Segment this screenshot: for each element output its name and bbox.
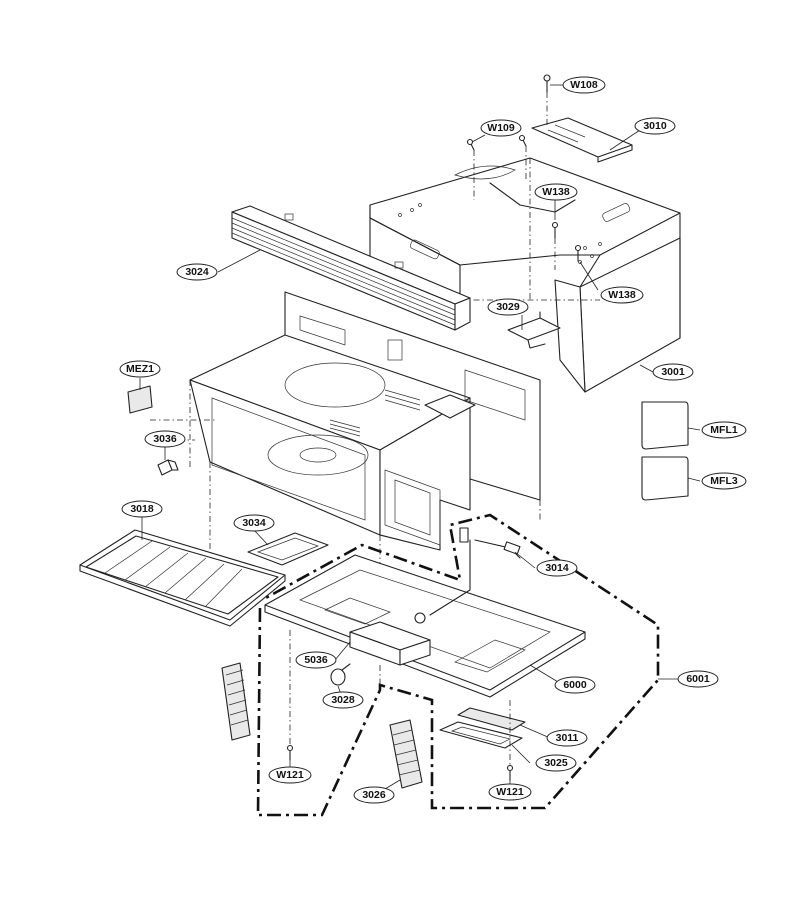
callout-3018: 3018 <box>121 500 163 518</box>
svg-text:W138: W138 <box>542 186 570 198</box>
svg-text:W121: W121 <box>276 769 304 781</box>
svg-text:3014: 3014 <box>545 562 569 574</box>
svg-text:3024: 3024 <box>185 266 209 278</box>
callout-w138-right: W138 <box>600 286 644 304</box>
svg-text:3025: 3025 <box>544 757 568 769</box>
callout-3036: 3036 <box>144 430 186 448</box>
screw-w121-left <box>286 744 294 761</box>
svg-text:6000: 6000 <box>563 679 587 691</box>
screw-w108 <box>543 74 551 93</box>
svg-text:5036: 5036 <box>304 654 328 666</box>
svg-text:3001: 3001 <box>661 366 685 378</box>
callout-3010: 3010 <box>634 117 676 135</box>
callout-w121-left: W121 <box>268 766 312 784</box>
callout-mez1: MEZ1 <box>119 360 161 378</box>
svg-text:W109: W109 <box>487 122 515 134</box>
part-3011 <box>457 707 526 731</box>
callout-3026: 3026 <box>353 786 395 804</box>
callout-3029: 3029 <box>487 298 529 316</box>
vent-grille-3024 <box>231 205 471 331</box>
callout-mfl1: MFL1 <box>701 421 747 439</box>
lamp-3028 <box>330 663 351 686</box>
part-3036 <box>157 459 179 476</box>
callout-6000: 6000 <box>554 676 596 694</box>
callout-3001: 3001 <box>652 363 694 381</box>
callout-3034: 3034 <box>233 514 275 532</box>
callout-3011: 3011 <box>546 729 588 747</box>
callout-w138-top: W138 <box>534 183 578 201</box>
svg-text:MFL1: MFL1 <box>710 424 738 436</box>
svg-text:6001: 6001 <box>686 673 710 685</box>
oven-rack-3018 <box>79 529 286 627</box>
oven-cavity <box>189 291 541 551</box>
wire-harness-3014 <box>414 527 521 624</box>
callout-w121-right: W121 <box>488 783 532 801</box>
callout-3025: 3025 <box>535 754 577 772</box>
base-plate-6000 <box>264 554 586 698</box>
callout-w108: W108 <box>562 76 606 94</box>
svg-text:MFL3: MFL3 <box>710 475 738 487</box>
svg-text:3011: 3011 <box>556 732 579 744</box>
screw-w138 <box>551 221 582 262</box>
callout-w109: W109 <box>480 119 522 137</box>
svg-text:3029: 3029 <box>496 301 520 313</box>
svg-text:3026: 3026 <box>362 789 386 801</box>
lens-cover-3025 <box>439 721 523 749</box>
svg-text:3018: 3018 <box>130 503 154 515</box>
callout-3024: 3024 <box>176 263 218 281</box>
grease-filter-3026 <box>389 719 423 789</box>
svg-text:W121: W121 <box>496 786 524 798</box>
svg-text:3010: 3010 <box>643 120 667 132</box>
svg-text:3034: 3034 <box>242 517 266 529</box>
manual-mfl1 <box>641 401 689 450</box>
bracket-3029 <box>507 311 561 349</box>
svg-text:W108: W108 <box>570 79 598 91</box>
callout-mfl3: MFL3 <box>701 472 747 490</box>
grease-filter-left <box>221 662 251 741</box>
callout-3028: 3028 <box>322 691 364 709</box>
top-bracket-3010 <box>531 117 633 163</box>
svg-text:MEZ1: MEZ1 <box>126 363 154 375</box>
callout-3014: 3014 <box>536 559 578 577</box>
svg-text:W138: W138 <box>608 289 636 301</box>
callout-6001: 6001 <box>677 670 719 688</box>
manual-mfl3 <box>641 456 689 501</box>
outer-cabinet-3001 <box>369 157 681 393</box>
boundary-6001 <box>256 513 660 817</box>
label-plate-mez1 <box>127 385 153 414</box>
svg-text:3028: 3028 <box>331 694 355 706</box>
svg-text:3036: 3036 <box>153 433 177 445</box>
screw-w109 <box>466 134 527 151</box>
callout-5036: 5036 <box>295 651 337 669</box>
screw-w121-right <box>506 764 514 781</box>
cover-3034 <box>247 532 329 566</box>
